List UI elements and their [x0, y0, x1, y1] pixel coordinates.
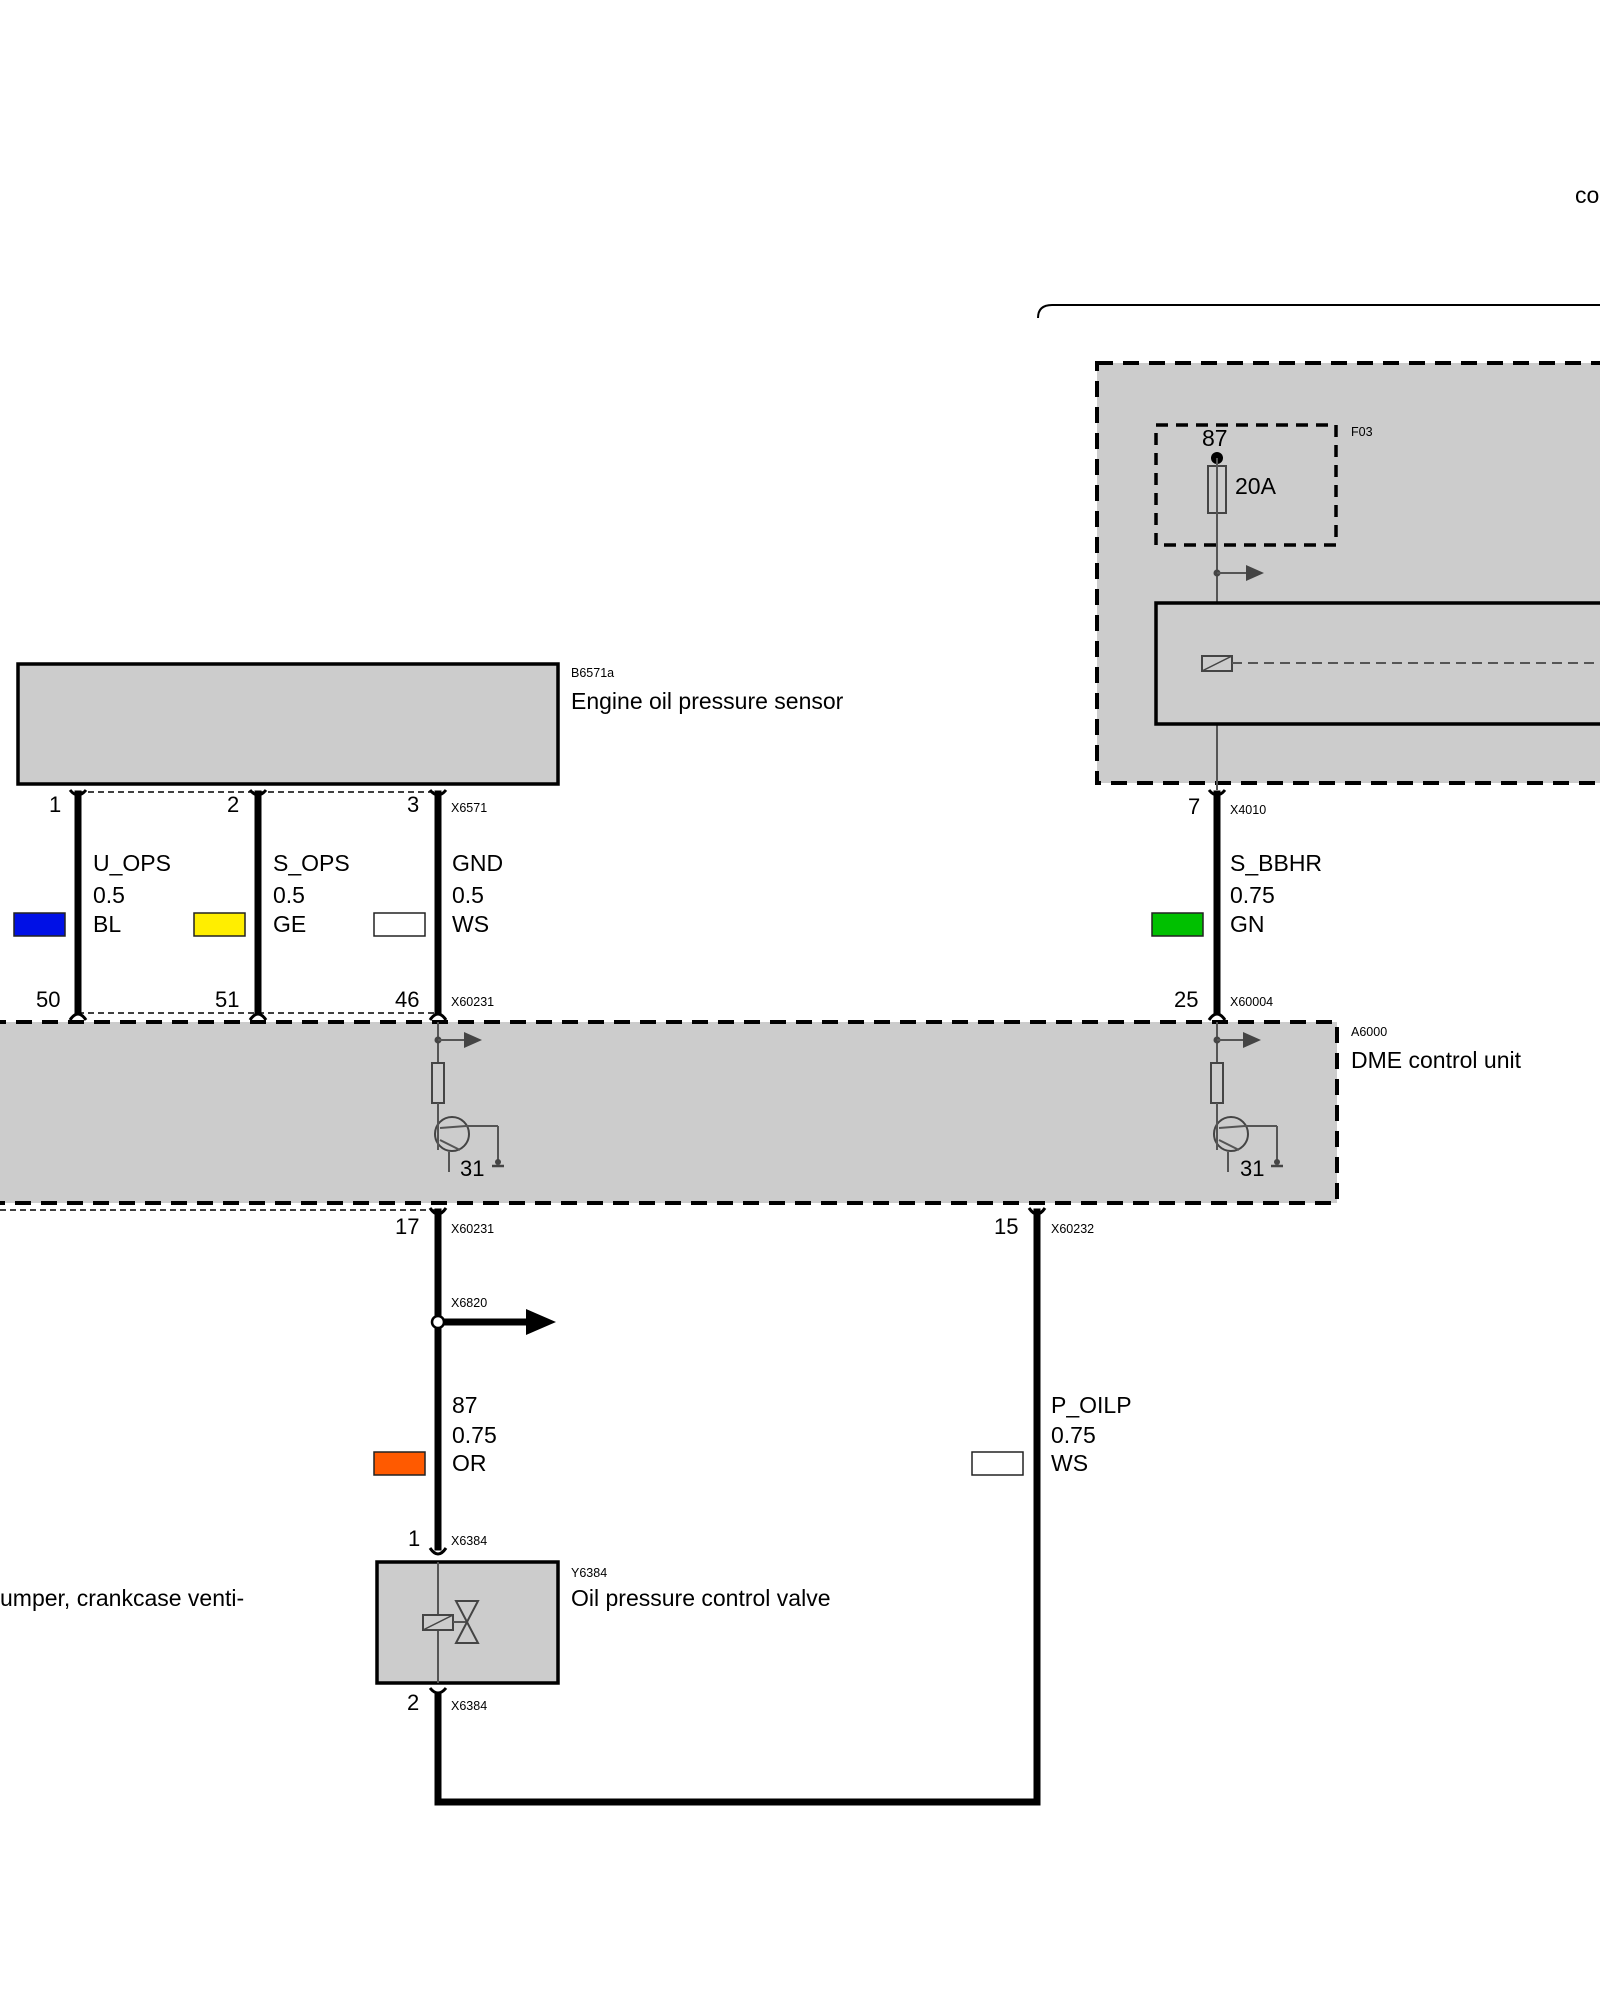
side-label: umper, crankcase venti- [0, 1585, 244, 1611]
pin-label: 15 [994, 1214, 1018, 1239]
wire-return-loop [434, 1693, 1041, 1806]
connector-ref: X6571 [451, 801, 487, 815]
fuse-ref: F03 [1351, 425, 1373, 439]
pin-hook [1027, 1207, 1047, 1216]
pin-label: 1 [49, 792, 61, 817]
transistor-icon [434, 1116, 470, 1152]
sensor-name: Engine oil pressure sensor [571, 688, 844, 714]
transistor-driver-right [1210, 1022, 1283, 1172]
connector-ref: X6384 [451, 1699, 487, 1713]
pin-hook [428, 1687, 448, 1695]
pin-label: 2 [227, 792, 239, 817]
ground-label: 31 [1240, 1156, 1264, 1181]
wire-color-code: WS [452, 911, 489, 937]
wire-gauge: 0.75 [1230, 882, 1275, 908]
engine-oil-pressure-sensor-box [16, 662, 560, 786]
wire-color-code: GN [1230, 911, 1265, 937]
top-right-label: co [1575, 182, 1599, 208]
wire-color-swatch [1151, 912, 1204, 937]
group-bracket [1037, 304, 1600, 319]
wire-gauge: 0.75 [1051, 1422, 1096, 1448]
connector-ref: X60004 [1230, 995, 1273, 1009]
wire-color-code: BL [93, 911, 121, 937]
arrow-right-icon [1243, 1032, 1261, 1048]
arrow-right-icon [464, 1032, 482, 1048]
dme-ref: A6000 [1351, 1025, 1387, 1039]
solenoid-valve-icon [422, 1562, 480, 1683]
pin-label: 17 [395, 1214, 419, 1239]
connector-ref: X6384 [451, 1534, 487, 1548]
pin-label: 7 [1188, 794, 1200, 819]
connector-ref: X60232 [1051, 1222, 1094, 1236]
wire-color-swatch [13, 912, 66, 937]
arrow-right-icon [526, 1309, 556, 1335]
valve-ref: Y6384 [571, 1566, 607, 1580]
wire-color-swatch [193, 912, 246, 937]
transistor-icon [1213, 1116, 1249, 1152]
pin-label: 50 [36, 987, 60, 1012]
connector-ref: X6820 [451, 1296, 487, 1310]
connector-ref: X60231 [451, 1222, 494, 1236]
fuse-rating: 20A [1235, 473, 1277, 499]
wire-color-code: WS [1051, 1450, 1088, 1476]
pin-hook [428, 789, 448, 797]
wire-color-swatch [373, 912, 426, 937]
valve-name: Oil pressure control valve [571, 1585, 831, 1611]
fuse-f03-box [1154, 423, 1338, 547]
pin-hook [68, 789, 88, 797]
wire-signal: S_BBHR [1230, 850, 1322, 876]
fuse-pin-label: 87 [1202, 425, 1228, 451]
transistor-driver-left [431, 1022, 504, 1172]
wire-color-swatch [373, 1451, 426, 1476]
wire-signal: U_OPS [93, 850, 171, 876]
wire-signal: 87 [452, 1392, 478, 1418]
pin-label: 1 [408, 1526, 420, 1551]
wire-signal: S_OPS [273, 850, 350, 876]
pin-hook [248, 1012, 268, 1021]
pin-hook [1207, 789, 1227, 797]
dme-name: DME control unit [1351, 1047, 1522, 1073]
arrow-right-icon [1246, 565, 1264, 581]
ground-label: 31 [460, 1156, 484, 1181]
pin-hook [428, 1547, 448, 1556]
connector-ref: X4010 [1230, 803, 1266, 817]
pin-label: 2 [407, 1690, 419, 1715]
wire-gauge: 0.5 [93, 882, 125, 908]
wire-color-swatch [971, 1451, 1024, 1476]
pin-label: 3 [407, 792, 419, 817]
wire-gauge: 0.75 [452, 1422, 497, 1448]
pin-hook [428, 1207, 448, 1216]
wire-color-code: OR [452, 1450, 487, 1476]
pin-label: 51 [215, 987, 239, 1012]
splice-icon [430, 1314, 446, 1330]
pin-hook [248, 789, 268, 797]
dme-control-unit-box [0, 1020, 1339, 1205]
wire-gauge: 0.5 [273, 882, 305, 908]
pin-hook [68, 1012, 88, 1021]
wire-signal: GND [452, 850, 503, 876]
wire-signal: P_OILP [1051, 1392, 1132, 1418]
sensor-ref: B6571a [571, 666, 614, 680]
pin-hook [1207, 1012, 1227, 1021]
pin-hook [428, 1012, 448, 1021]
pin-label: 46 [395, 987, 419, 1012]
wire-color-code: GE [273, 911, 306, 937]
connector-ref: X60231 [451, 995, 494, 1009]
wire-gauge: 0.5 [452, 882, 484, 908]
pin-label: 25 [1174, 987, 1198, 1012]
